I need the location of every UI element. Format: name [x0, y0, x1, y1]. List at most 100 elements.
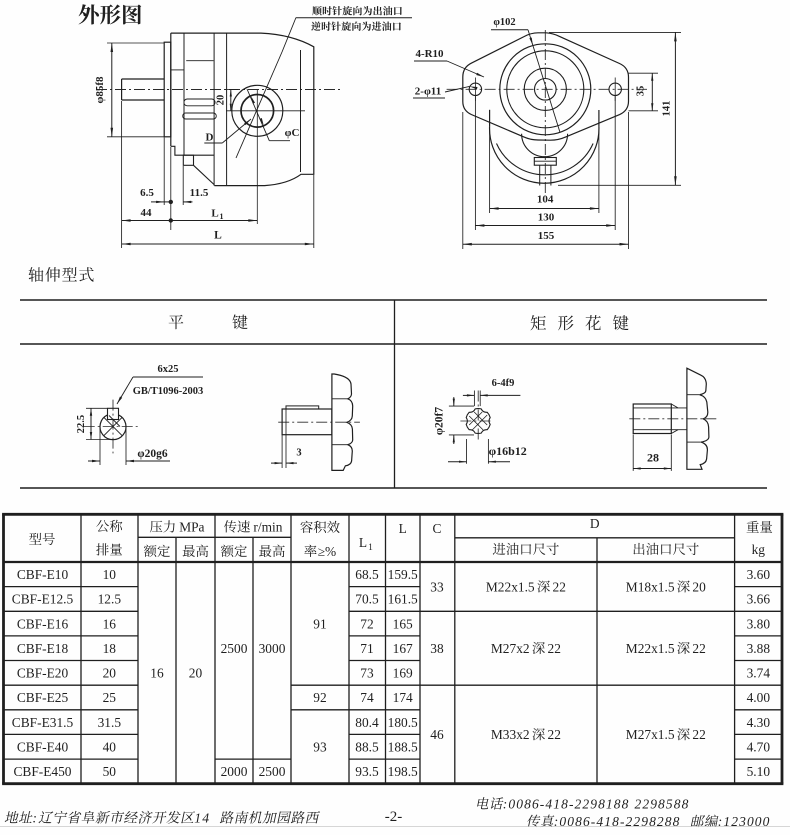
- svg-text:6.5: 6.5: [140, 187, 154, 199]
- svg-text:-2-: -2-: [385, 809, 403, 825]
- svg-text:4.00: 4.00: [747, 690, 771, 705]
- svg-text:CBF-E25: CBF-E25: [17, 690, 69, 705]
- svg-text::: :: [32, 811, 38, 826]
- svg-text:φ16b12: φ16b12: [489, 444, 527, 458]
- svg-text:14: 14: [194, 811, 210, 826]
- svg-text:165: 165: [393, 616, 413, 631]
- svg-text:20: 20: [103, 666, 117, 681]
- svg-text:40: 40: [103, 740, 117, 755]
- svg-text:CBF-E10: CBF-E10: [17, 567, 69, 582]
- svg-text:198.5: 198.5: [388, 764, 418, 779]
- svg-text:70.5: 70.5: [355, 592, 379, 607]
- svg-text:M18x1.5: M18x1.5: [626, 579, 675, 594]
- svg-text:≥%: ≥%: [318, 544, 337, 559]
- svg-text:L: L: [214, 230, 222, 242]
- svg-text:22: 22: [548, 727, 561, 742]
- svg-text:10: 10: [103, 567, 117, 582]
- svg-text:72: 72: [360, 616, 373, 631]
- svg-text:22: 22: [548, 641, 561, 656]
- svg-text:44: 44: [141, 207, 153, 219]
- svg-text:CBF-E31.5: CBF-E31.5: [12, 715, 74, 730]
- svg-text:3.88: 3.88: [747, 641, 771, 656]
- svg-text:46: 46: [430, 727, 444, 742]
- svg-text:180.5: 180.5: [388, 715, 418, 730]
- svg-text:MPa: MPa: [179, 520, 204, 535]
- svg-text:4.30: 4.30: [747, 715, 771, 730]
- svg-text:L: L: [399, 521, 407, 536]
- svg-text:φ85f8: φ85f8: [94, 76, 106, 104]
- svg-text:L: L: [359, 535, 367, 550]
- svg-text:50: 50: [103, 764, 117, 779]
- svg-text:CBF-E20: CBF-E20: [17, 666, 69, 681]
- svg-text:4-R10: 4-R10: [415, 48, 444, 60]
- svg-text:φC: φC: [285, 127, 300, 139]
- svg-text:80.4: 80.4: [355, 715, 379, 730]
- svg-text:155: 155: [538, 230, 555, 242]
- svg-text:22.5: 22.5: [76, 415, 87, 433]
- svg-text:M22x1.5: M22x1.5: [626, 641, 675, 656]
- svg-text::123000: :123000: [718, 814, 771, 829]
- svg-text:31.5: 31.5: [98, 715, 122, 730]
- svg-text:3.66: 3.66: [747, 592, 771, 607]
- svg-text:3.80: 3.80: [747, 616, 771, 631]
- svg-text:20: 20: [216, 95, 227, 106]
- svg-text:2500: 2500: [221, 641, 248, 656]
- svg-text:2500: 2500: [259, 764, 286, 779]
- svg-text:4.70: 4.70: [747, 740, 771, 755]
- svg-text:68.5: 68.5: [355, 567, 379, 582]
- svg-text:L: L: [211, 208, 218, 220]
- svg-text:CBF-E450: CBF-E450: [13, 764, 71, 779]
- svg-text:1: 1: [220, 212, 224, 221]
- svg-text:22: 22: [692, 727, 705, 742]
- svg-text:3.74: 3.74: [747, 666, 771, 681]
- svg-text:r/min: r/min: [253, 520, 282, 535]
- svg-text:φ20f7: φ20f7: [434, 407, 446, 436]
- svg-text:93: 93: [313, 740, 327, 755]
- svg-text:GB/T1096-2003: GB/T1096-2003: [133, 386, 204, 397]
- svg-text:88.5: 88.5: [355, 740, 379, 755]
- svg-text:2-φ11: 2-φ11: [415, 86, 441, 98]
- svg-text:188.5: 188.5: [388, 740, 418, 755]
- svg-text:D: D: [206, 132, 214, 144]
- svg-text:16: 16: [103, 616, 117, 631]
- svg-text:3.60: 3.60: [747, 567, 771, 582]
- svg-text:1: 1: [368, 543, 373, 553]
- svg-text:28: 28: [647, 451, 659, 465]
- svg-text:92: 92: [313, 690, 326, 705]
- svg-text:33: 33: [430, 579, 444, 594]
- svg-text:2000: 2000: [221, 764, 248, 779]
- svg-text:38: 38: [430, 641, 444, 656]
- svg-text:104: 104: [537, 193, 554, 205]
- svg-text:16: 16: [150, 666, 164, 681]
- svg-text:3000: 3000: [259, 641, 286, 656]
- svg-text:CBF-E18: CBF-E18: [17, 641, 69, 656]
- svg-text:73: 73: [360, 666, 374, 681]
- svg-text:CBF-E16: CBF-E16: [17, 616, 69, 631]
- svg-text:M22x1.5: M22x1.5: [486, 579, 535, 594]
- svg-text:φ102: φ102: [493, 17, 515, 28]
- svg-text:M27x2: M27x2: [491, 641, 530, 656]
- svg-text:12.5: 12.5: [98, 592, 122, 607]
- svg-text:kg: kg: [752, 542, 766, 557]
- svg-text::0086-418-2298188: :0086-418-2298188: [503, 797, 630, 812]
- svg-text:167: 167: [393, 641, 413, 656]
- svg-text:91: 91: [313, 616, 326, 631]
- svg-text:M33x2: M33x2: [491, 727, 530, 742]
- svg-text::0086-418-2298288: :0086-418-2298288: [554, 814, 681, 829]
- svg-text:74: 74: [360, 690, 374, 705]
- svg-text:20: 20: [692, 579, 706, 594]
- svg-text:CBF-E40: CBF-E40: [17, 740, 69, 755]
- svg-text:11.5: 11.5: [190, 187, 209, 199]
- svg-text:71: 71: [360, 641, 373, 656]
- svg-text:18: 18: [103, 641, 117, 656]
- svg-text:174: 174: [393, 690, 413, 705]
- svg-text:D: D: [590, 516, 600, 531]
- svg-text:6x25: 6x25: [158, 364, 179, 375]
- svg-text:CBF-E12.5: CBF-E12.5: [12, 592, 74, 607]
- svg-text:20: 20: [189, 666, 203, 681]
- svg-text:3: 3: [296, 448, 301, 459]
- svg-text:C: C: [433, 521, 442, 536]
- svg-text:93.5: 93.5: [355, 764, 379, 779]
- svg-text:φ20g6: φ20g6: [137, 448, 167, 460]
- svg-text:35: 35: [636, 86, 647, 97]
